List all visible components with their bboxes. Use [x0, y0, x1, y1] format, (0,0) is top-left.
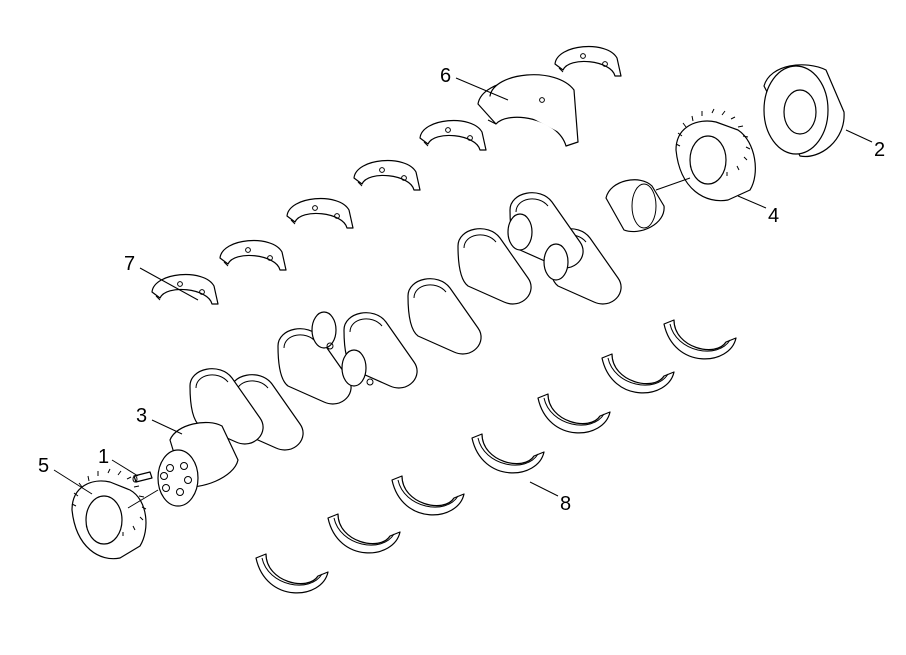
dowel-pin — [132, 471, 153, 483]
leader-1 — [111, 459, 139, 477]
bearing-shell-upper-6 — [554, 45, 622, 77]
rear-oil-seal-ring — [763, 64, 845, 158]
crankshaft-front-gear — [71, 468, 147, 560]
leader-4 — [737, 195, 767, 209]
callout-7: 7 — [124, 253, 135, 275]
callout-4: 4 — [768, 205, 779, 227]
leader-5b — [127, 489, 159, 509]
bearing-shell-lower-4 — [471, 433, 545, 474]
leader-3 — [151, 419, 183, 435]
leader-7 — [139, 267, 199, 301]
bearing-shell-upper-1 — [151, 273, 219, 305]
callout-2: 2 — [874, 139, 885, 161]
callout-6: 6 — [440, 65, 451, 87]
bearing-shell-upper-5 — [419, 119, 487, 151]
leader-8 — [529, 481, 559, 497]
crankshaft-rear-gear — [675, 108, 756, 202]
upper-bearing-shells — [151, 45, 622, 305]
callout-5: 5 — [38, 455, 49, 477]
callout-8: 8 — [560, 493, 571, 515]
crankshaft — [157, 179, 665, 507]
bearing-shell-upper-3 — [286, 197, 354, 229]
bearing-shell-lower-2 — [327, 513, 401, 554]
bearing-shell-lower-5 — [537, 393, 611, 434]
bearing-shell-lower-7 — [663, 319, 737, 360]
thrust-bearing-upper — [477, 74, 579, 147]
crankshaft-rear-end — [605, 179, 665, 233]
leader-lines — [53, 77, 873, 509]
bearing-shell-lower-3 — [391, 475, 465, 516]
leader-2 — [845, 129, 873, 143]
bearing-shell-upper-2 — [219, 239, 287, 271]
bearing-shell-lower-6 — [601, 353, 675, 394]
callout-3: 3 — [136, 405, 147, 427]
callout-labels: 1 2 3 4 5 6 7 8 — [38, 65, 885, 515]
bearing-shell-lower-1 — [255, 553, 329, 594]
callout-1: 1 — [98, 446, 109, 468]
leader-5 — [53, 469, 93, 495]
leader-6 — [455, 77, 509, 101]
crankshaft-front-face — [157, 449, 199, 507]
leader-4b — [655, 177, 691, 191]
bearing-shell-upper-4 — [353, 159, 421, 191]
